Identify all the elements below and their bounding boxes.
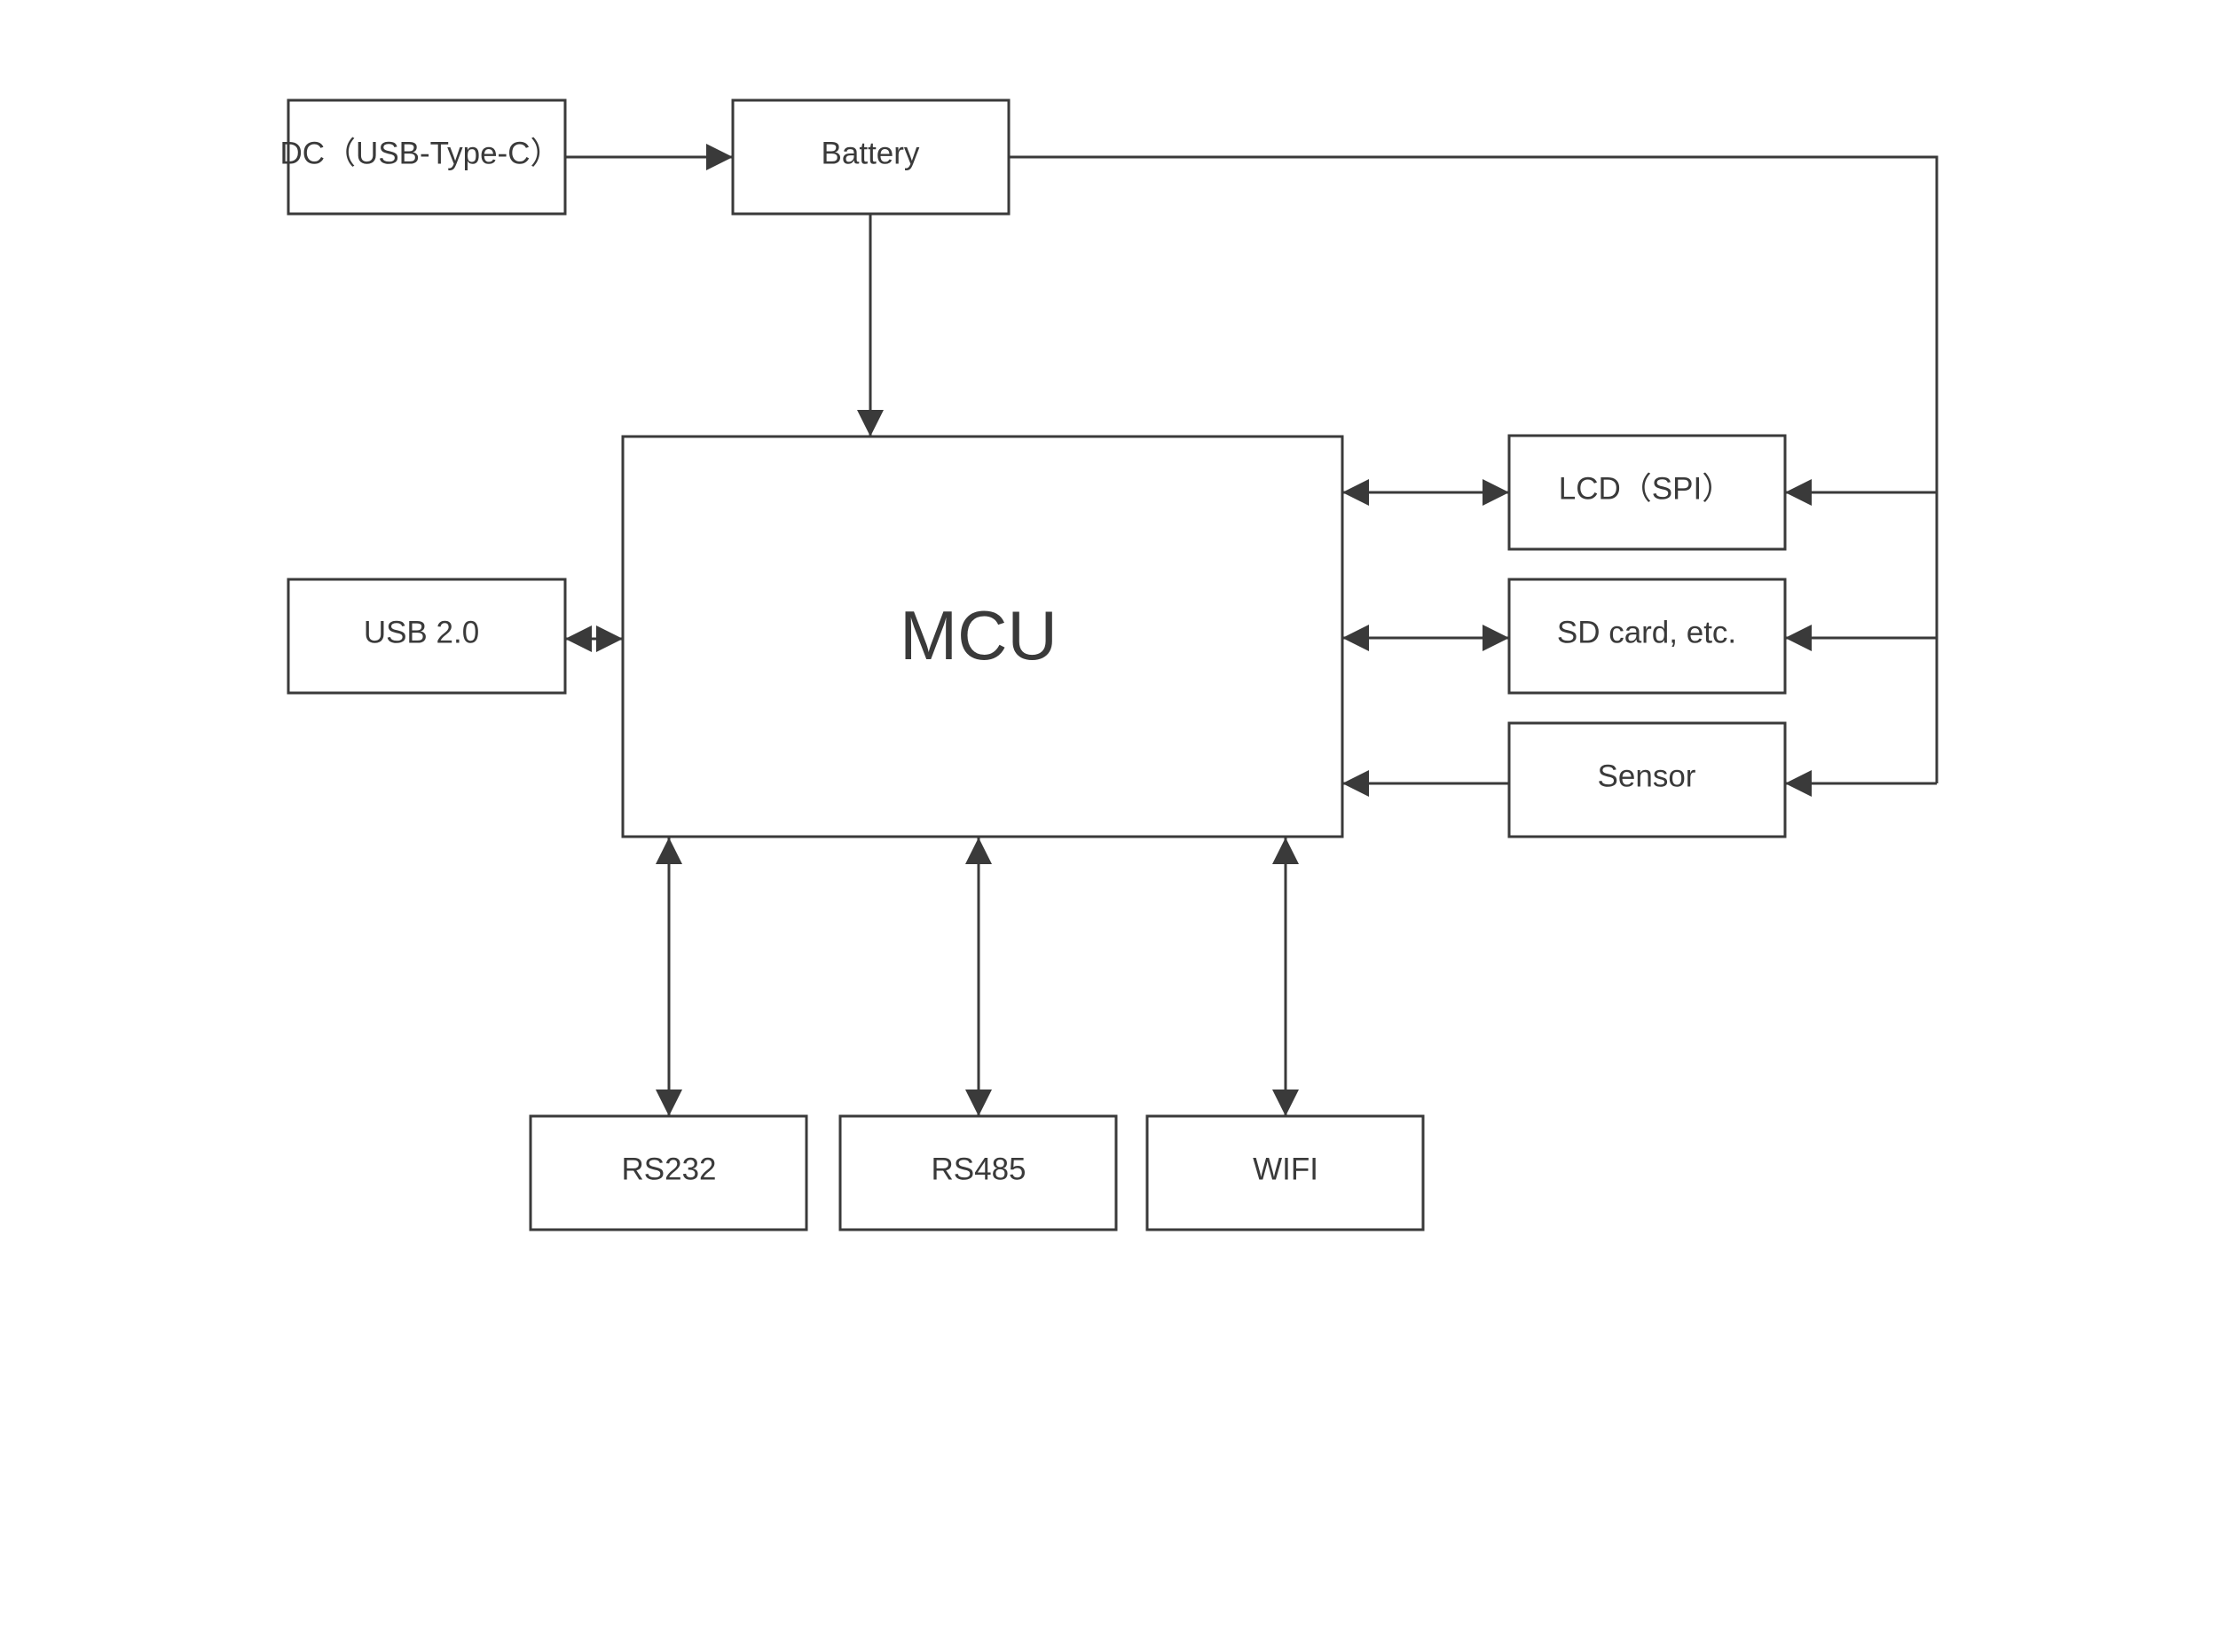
rs485-block: RS485 [838, 1114, 1118, 1231]
mcu-block: MCU [621, 435, 1344, 838]
lcd-label: LCD（SPI） [1559, 472, 1733, 507]
connections [565, 144, 1939, 1116]
lcd-block: LCD（SPI） [1507, 434, 1787, 551]
wifi-label: WIFI [1253, 1152, 1318, 1187]
mcu-label: MCU [900, 596, 1058, 674]
rs232-label: RS232 [621, 1152, 716, 1187]
rs232-block: RS232 [529, 1114, 808, 1231]
rs485-label: RS485 [931, 1152, 1026, 1187]
sensor-label: Sensor [1598, 759, 1696, 794]
sd-card-label: SD card, etc. [1557, 616, 1736, 650]
usb-block: USB 2.0 [287, 578, 567, 695]
battery-block: Battery [731, 98, 1011, 216]
sensor-block: Sensor [1507, 721, 1787, 838]
dc-input-block: DC（USB-Type-C） [280, 98, 567, 216]
dc-input-label: DC（USB-Type-C） [280, 137, 562, 171]
sd-card-block: SD card, etc. [1507, 578, 1787, 695]
wifi-block: WIFI [1145, 1114, 1425, 1231]
wire-battery-power-bus [1009, 155, 1939, 783]
battery-label: Battery [822, 137, 920, 171]
usb-label: USB 2.0 [364, 616, 479, 650]
